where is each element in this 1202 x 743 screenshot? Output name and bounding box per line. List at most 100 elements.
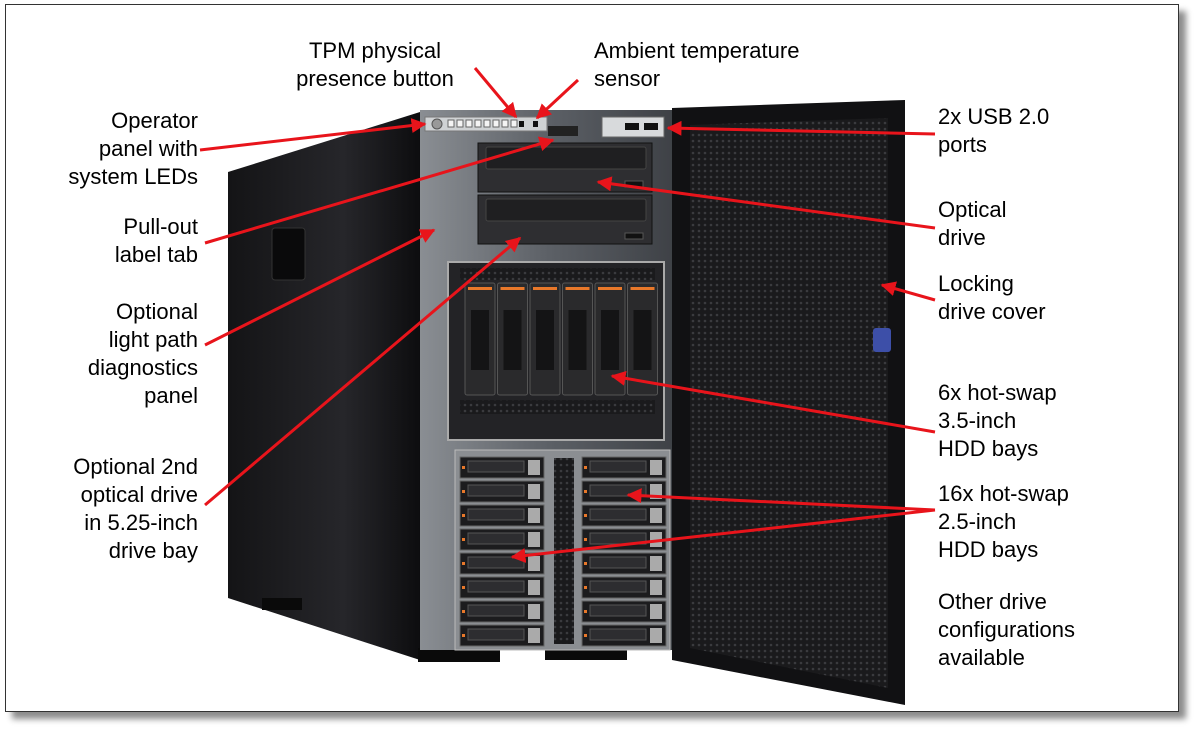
drive-label bbox=[528, 628, 540, 643]
drive-grille bbox=[467, 532, 525, 545]
drive-led bbox=[584, 562, 587, 565]
status-led bbox=[510, 119, 518, 128]
drive-tray-accent bbox=[598, 287, 622, 290]
callout-arrow bbox=[204, 136, 555, 245]
callout-arrow bbox=[626, 488, 936, 512]
drive-led bbox=[462, 538, 465, 541]
power-button bbox=[431, 118, 443, 130]
callout-arrow bbox=[204, 228, 436, 347]
drive-label bbox=[650, 604, 662, 619]
status-led bbox=[474, 119, 482, 128]
drive-label bbox=[528, 556, 540, 571]
drive-grille bbox=[536, 310, 554, 370]
status-led bbox=[492, 119, 500, 128]
drive-led bbox=[462, 586, 465, 589]
drive-grille bbox=[467, 580, 525, 593]
drive-grille bbox=[589, 556, 647, 569]
status-led bbox=[465, 119, 473, 128]
drive-label bbox=[650, 508, 662, 523]
status-led bbox=[456, 119, 464, 128]
door-mesh bbox=[690, 118, 888, 688]
status-led bbox=[483, 119, 491, 128]
ambient-sensor bbox=[533, 121, 538, 127]
drive-grille bbox=[467, 460, 525, 473]
drive-grille bbox=[467, 604, 525, 617]
callout-arrow bbox=[473, 67, 518, 119]
drive-grille bbox=[589, 580, 647, 593]
foot bbox=[262, 598, 302, 610]
drive-tray-accent bbox=[500, 287, 525, 290]
drive-led bbox=[584, 490, 587, 493]
drive-tray-accent bbox=[468, 287, 492, 290]
drive-led bbox=[584, 610, 587, 613]
drive-tray-accent bbox=[533, 287, 557, 290]
callout-arrow bbox=[666, 120, 936, 136]
drive-tray-accent bbox=[630, 287, 655, 290]
drive-grille bbox=[589, 628, 647, 641]
drive-grille bbox=[589, 460, 647, 473]
drive-label bbox=[650, 460, 662, 475]
door-lock bbox=[873, 328, 891, 352]
disc-tray bbox=[485, 146, 647, 170]
drive-grille bbox=[589, 484, 647, 497]
drive-led bbox=[462, 610, 465, 613]
status-led bbox=[501, 119, 509, 128]
drive-grille bbox=[633, 310, 652, 370]
drive-led bbox=[462, 634, 465, 637]
usb-port bbox=[644, 123, 658, 130]
drive-led bbox=[462, 490, 465, 493]
drive-grille bbox=[601, 310, 619, 370]
drive-led bbox=[462, 466, 465, 469]
drive-led bbox=[584, 466, 587, 469]
disc-tray bbox=[485, 198, 647, 222]
status-led bbox=[447, 119, 455, 128]
drive-grille bbox=[471, 310, 489, 370]
drive-label bbox=[650, 580, 662, 595]
drive-grille bbox=[503, 310, 522, 370]
drive-grille bbox=[467, 556, 525, 569]
tpm-button bbox=[519, 121, 524, 127]
callout-arrow bbox=[535, 78, 580, 120]
drive-label bbox=[528, 580, 540, 595]
drive-led bbox=[584, 634, 587, 637]
drive-tray-accent bbox=[565, 287, 590, 290]
drive-label bbox=[528, 532, 540, 547]
drive-led bbox=[584, 514, 587, 517]
callout-arrow bbox=[199, 118, 427, 152]
drive-grille bbox=[589, 604, 647, 617]
drive-grille bbox=[467, 508, 525, 521]
drive-label bbox=[650, 556, 662, 571]
drive-led bbox=[462, 562, 465, 565]
side-handle bbox=[271, 227, 306, 281]
drive-label bbox=[528, 460, 540, 475]
callout-arrow bbox=[880, 281, 936, 302]
drive-label bbox=[650, 628, 662, 643]
drive-grille bbox=[589, 508, 647, 521]
callout-arrow bbox=[610, 370, 936, 434]
drive-grille bbox=[467, 484, 525, 497]
eject-button bbox=[624, 232, 644, 240]
drive-led bbox=[584, 538, 587, 541]
drive-label bbox=[528, 508, 540, 523]
chassis-side-panel bbox=[228, 112, 420, 660]
callout-arrow bbox=[510, 508, 936, 563]
foot bbox=[418, 648, 500, 662]
callout-arrow bbox=[596, 176, 936, 230]
drive-grille bbox=[467, 628, 525, 641]
drive-led bbox=[462, 514, 465, 517]
drive-led bbox=[584, 586, 587, 589]
drive-label bbox=[528, 604, 540, 619]
callout-arrow bbox=[204, 236, 522, 507]
drive-grille bbox=[568, 310, 587, 370]
pull-out-tab bbox=[548, 126, 578, 136]
